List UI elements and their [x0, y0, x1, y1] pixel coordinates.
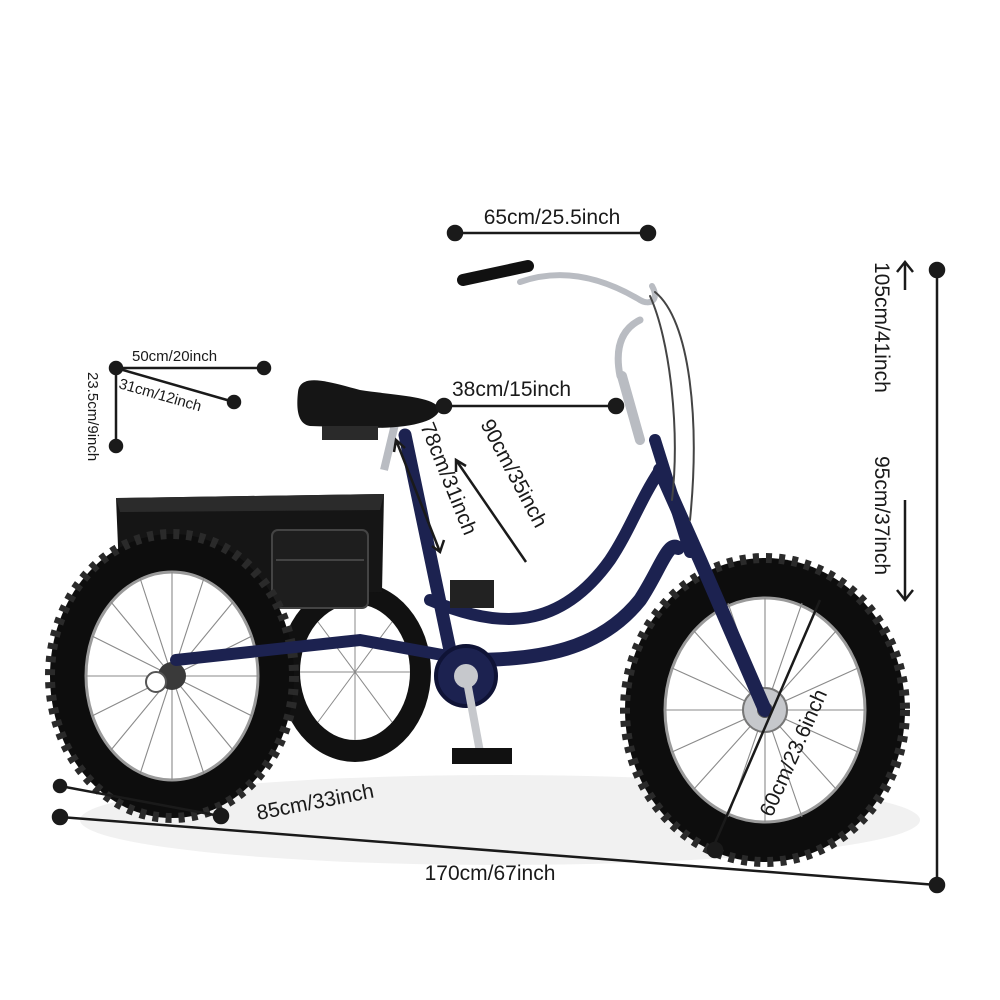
- total-length-label: 170cm/67inch: [425, 862, 556, 885]
- dimension-lines: [51, 224, 946, 894]
- seat-height-label: 95cm/37inch: [870, 456, 893, 575]
- total-height-label: 105cm/41inch: [870, 262, 893, 393]
- basket-width-label: 50cm/20inch: [132, 348, 217, 365]
- handlebar-width-end-dot: [639, 224, 657, 242]
- max-seat-height-label: 90cm/35inch: [476, 416, 552, 532]
- basket-depth-end-dot: [226, 394, 242, 410]
- height-top-dot: [928, 261, 946, 279]
- seat-to-bar-label: 38cm/15inch: [452, 378, 571, 401]
- handlebar-width-start-dot: [446, 224, 464, 242]
- tricycle-illustration: [45, 260, 920, 867]
- seat-to-bar-end-dot: [607, 397, 625, 415]
- basket-height-end-dot: [108, 438, 124, 454]
- crank-and-pedals: [434, 580, 512, 764]
- basket-height-label: 23.5cm/9inch: [84, 372, 101, 461]
- rear-frame-tube: [170, 633, 476, 666]
- rear-near-wheel: [45, 529, 299, 823]
- basket-width-end-dot: [256, 360, 272, 376]
- saddle: [297, 380, 440, 471]
- rear-width-start-dot: [52, 778, 68, 794]
- seat-to-bar-start-dot: [435, 397, 453, 415]
- rear-width-end-dot: [212, 807, 230, 825]
- length-start-dot: [51, 808, 69, 826]
- wheel-diameter-bottom-dot: [706, 841, 724, 859]
- handlebar: [457, 260, 695, 521]
- handlebar-width-label: 65cm/25.5inch: [484, 206, 621, 229]
